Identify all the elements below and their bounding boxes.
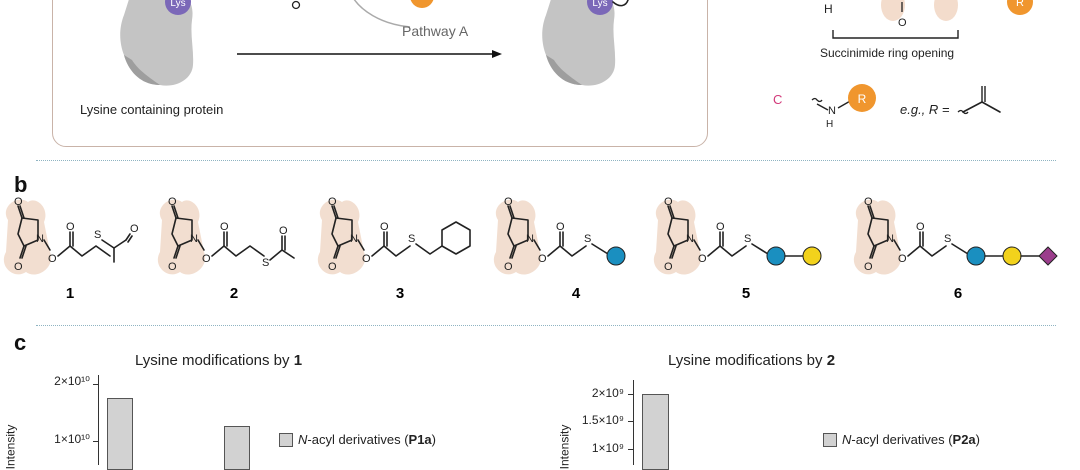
- right-tick-2e9: [628, 394, 633, 395]
- n-atom: N: [828, 105, 836, 117]
- svg-text:O: O: [716, 221, 725, 233]
- protein-blob-right: [542, 0, 616, 86]
- left-tick-2e10: [93, 384, 98, 385]
- svg-text:O: O: [279, 225, 288, 237]
- panel-a-box: [52, 0, 708, 147]
- lys-circle-left: [165, 0, 191, 15]
- right-tick-label-1e9: 1×10⁹: [591, 441, 624, 455]
- r-circle-right: [1007, 0, 1033, 15]
- r-label-right: R: [1016, 0, 1024, 9]
- h-atom-c: H: [826, 119, 833, 130]
- r-circle-c: [848, 84, 876, 112]
- left-y-axis-label: Intensity: [3, 424, 18, 470]
- chart-bar: [642, 394, 669, 470]
- h-atom: H: [824, 2, 833, 16]
- svg-text:S: S: [944, 233, 951, 245]
- chart-bar: [107, 398, 133, 470]
- right-legend-text: N-acyl derivatives (P2a): [842, 432, 981, 447]
- left-chart-title: Lysine modifications by 1: [135, 352, 303, 369]
- left-legend-text: N-acyl derivatives (P1a): [298, 432, 437, 447]
- panel-c-letter: c: [14, 330, 27, 355]
- left-tick-label-1e10: 1×10¹⁰: [54, 432, 90, 446]
- reaction-arrow-head: [492, 50, 502, 58]
- ring-opening-label: Succinimide ring opening: [820, 46, 954, 60]
- right-legend-swatch: [823, 433, 837, 447]
- svg-text:O: O: [220, 221, 229, 233]
- ring-highlight-1: [881, 0, 905, 21]
- svg-text:S: S: [262, 257, 269, 269]
- panel-b-letter: b: [14, 172, 28, 197]
- cyan-sugar-4: [606, 246, 626, 266]
- compound-label-1: 1: [66, 285, 74, 302]
- compound-6-structure: O S: [853, 195, 1058, 276]
- wavy-bond-c: [811, 97, 823, 103]
- r-circle-top-partial: [410, 0, 434, 8]
- magenta-sugar-6: [1038, 246, 1058, 266]
- lys-linker-right: [612, 0, 629, 7]
- svg-text:O: O: [130, 223, 139, 235]
- yellow-sugar-5: [802, 246, 822, 266]
- divider-b-c: [36, 325, 1056, 326]
- pathway-arc: [353, 0, 411, 28]
- compound-2-structure: O S O: [157, 195, 295, 276]
- lys-circle-right: [587, 0, 613, 15]
- r-label-c: R: [858, 92, 867, 106]
- lys-label-left: Lys: [170, 0, 185, 9]
- compound-label-5: 5: [742, 285, 750, 302]
- pathway-a-label: Pathway A: [402, 23, 469, 39]
- svg-text:S: S: [744, 233, 751, 245]
- protein-blob-left: [120, 0, 194, 86]
- right-tick-label-1-5e9: 1.5×10⁹: [581, 413, 624, 427]
- protein-blob-right-shade: [546, 55, 582, 85]
- svg-text:O: O: [66, 221, 75, 233]
- panel-a-artwork: Lys Pathway A Lys H O R Succinimide ring…: [120, 0, 1033, 130]
- chart-bar: [224, 425, 250, 470]
- o-atom: O: [898, 17, 907, 29]
- right-y-axis-label: Intensity: [557, 424, 572, 470]
- right-chart-title: Lysine modifications by 2: [668, 352, 836, 369]
- svg-text:O: O: [556, 221, 565, 233]
- right-tick-1-5e9: [628, 421, 633, 422]
- svg-text:S: S: [408, 233, 415, 245]
- n-bond-1: [816, 103, 829, 111]
- ring-opening-bracket: [832, 30, 959, 39]
- svg-text:O: O: [916, 221, 925, 233]
- cyan-sugar-6: [966, 246, 986, 266]
- protein-blob-left-shade: [124, 55, 160, 85]
- right-tick-1e9: [628, 449, 633, 450]
- svg-text:S: S: [584, 233, 591, 245]
- panel-b-structures: O O N O O S O O S O O S: [3, 195, 1058, 302]
- left-legend-swatch: [279, 433, 293, 447]
- compound-label-4: 4: [572, 285, 581, 302]
- left-tick-label-2e10: 2×10¹⁰: [54, 374, 90, 388]
- right-tick-label-2e9: 2×10⁹: [591, 386, 624, 400]
- left-y-axis: [98, 375, 99, 465]
- cyan-sugar-5: [766, 246, 786, 266]
- small-o-fragment: [291, 0, 301, 10]
- ring-highlight-2: [934, 0, 958, 21]
- compound-label-3: 3: [396, 285, 404, 302]
- compound-1-structure: O S O: [3, 195, 139, 276]
- compound-4-structure: O S: [493, 195, 626, 276]
- compound-5-structure: O S: [653, 195, 822, 276]
- compound-label-2: 2: [230, 285, 238, 302]
- svg-text:S: S: [94, 229, 101, 241]
- divider-a-b: [36, 160, 1056, 161]
- lys-label-right: Lys: [592, 0, 607, 9]
- acetyl-bonds: [962, 101, 1001, 113]
- left-tick-1e10: [93, 441, 98, 442]
- compound-3-structure: O S: [317, 195, 471, 276]
- right-y-axis: [633, 380, 634, 465]
- c-sublabel: C: [773, 92, 782, 107]
- yellow-sugar-6: [1002, 246, 1022, 266]
- eg-label: e.g., R =: [900, 102, 950, 117]
- compound-label-6: 6: [954, 285, 962, 302]
- svg-text:O: O: [380, 221, 389, 233]
- protein-caption: Lysine containing protein: [80, 102, 224, 117]
